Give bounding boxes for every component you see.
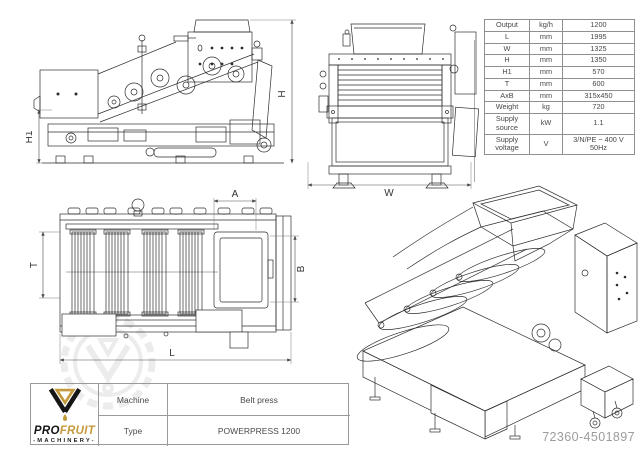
profruit-logo-icon — [48, 387, 81, 421]
spec-value: 1995 — [562, 30, 635, 44]
brand-subtitle: -MACHINERY- — [33, 437, 96, 444]
brand-name: PROFRUIT — [34, 425, 95, 437]
title-block: PROFRUIT -MACHINERY- Machine Belt press … — [30, 383, 350, 446]
spec-unit: mm — [529, 89, 563, 103]
isometric-view-drawing — [356, 185, 638, 440]
spec-param: L — [484, 30, 530, 44]
machine-value: Belt press — [167, 384, 350, 415]
spec-unit: V — [529, 133, 563, 155]
spec-param: W — [484, 42, 530, 56]
spec-unit: mm — [529, 77, 563, 91]
side-view-drawing: H1 H — [26, 19, 296, 164]
dim-label-h: H — [277, 90, 288, 97]
spec-unit: mm — [529, 42, 563, 56]
table-row: Output kg/h 1200 — [484, 19, 635, 32]
spec-param: Weight — [484, 101, 530, 114]
type-value: POWERPRESS 1200 — [167, 415, 350, 446]
table-row: H1 mm 570 — [484, 66, 635, 79]
table-row: L mm 1995 — [484, 30, 635, 44]
brand-pro: PRO — [33, 424, 60, 437]
dim-label-a: A — [232, 189, 239, 200]
dim-label-h1: H1 — [26, 130, 35, 143]
spec-unit: mm — [529, 54, 563, 67]
dim-label-t: T — [29, 262, 40, 268]
front-view-drawing: W — [307, 23, 479, 198]
table-row: Weight kg 720 — [484, 101, 635, 114]
type-label: Type — [99, 415, 167, 446]
spec-value: 570 — [562, 66, 635, 79]
part-number: 72360-4501897 — [542, 430, 635, 444]
spec-unit: mm — [529, 66, 563, 79]
spec-param: AxB — [484, 89, 530, 103]
dim-label-b: B — [296, 265, 307, 272]
spec-param: Supply voltage — [484, 133, 530, 155]
spec-param: H — [484, 54, 530, 67]
top-view-drawing: A T B L — [29, 189, 307, 364]
table-row: T mm 600 — [484, 77, 635, 91]
brand-fruit: FRUIT — [59, 424, 96, 437]
machine-label: Machine — [116, 394, 150, 405]
spec-value: 1325 — [562, 42, 635, 56]
spec-value: 1.1 — [562, 113, 635, 135]
table-row: W mm 1325 — [484, 42, 635, 56]
spec-value: 720 — [562, 101, 635, 114]
dim-label-w: W — [384, 188, 394, 198]
spec-param: Supply source — [484, 113, 530, 135]
spec-table: Output kg/h 1200 L mm 1995 W mm 1325 H m… — [484, 19, 635, 155]
table-row: H mm 1350 — [484, 54, 635, 67]
dim-label-l: L — [169, 348, 175, 359]
spec-value: 600 — [562, 77, 635, 91]
spec-value: 1200 — [562, 19, 635, 32]
spec-unit: kg — [529, 101, 563, 114]
table-row: Supply source kW 1.1 — [484, 113, 635, 135]
spec-table-body: Output kg/h 1200 L mm 1995 W mm 1325 H m… — [484, 19, 635, 155]
spec-param: T — [484, 77, 530, 91]
gear-watermark — [60, 314, 156, 410]
spec-value: 1350 — [562, 54, 635, 67]
spec-value: 315x450 — [562, 89, 635, 103]
table-row: AxB mm 315x450 — [484, 89, 635, 103]
spec-param: Output — [484, 19, 530, 32]
spec-param: H1 — [484, 66, 530, 79]
logo: PROFRUIT -MACHINERY- — [31, 384, 99, 446]
spec-unit: mm — [529, 30, 563, 44]
spec-value: 3/N/PE ~ 400 V 50Hz — [562, 133, 635, 155]
table-row: Supply voltage V 3/N/PE ~ 400 V 50Hz — [484, 133, 635, 155]
spec-unit: kg/h — [529, 19, 563, 32]
spec-unit: kW — [529, 113, 563, 135]
